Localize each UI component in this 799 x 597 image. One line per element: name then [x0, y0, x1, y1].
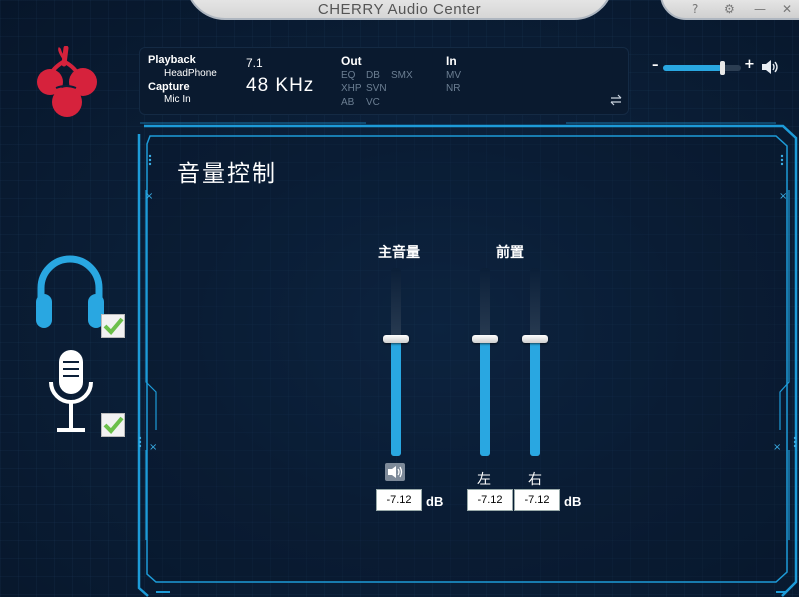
speaker-icon[interactable]	[760, 58, 780, 76]
front-left-vfill	[480, 339, 490, 456]
svg-text:×: ×	[773, 442, 781, 453]
close-button[interactable]: ✕	[782, 2, 793, 16]
master-volume-vthumb[interactable]	[383, 335, 409, 343]
window-title: CHERRY Audio Center	[317, 1, 482, 18]
front-right-db-value[interactable]: -7.12	[514, 489, 560, 511]
out-label: Out	[341, 54, 362, 68]
checkmark-icon	[103, 317, 124, 335]
volume-decrease-button[interactable]: –	[652, 58, 659, 73]
effect-svn: SVN	[366, 83, 387, 94]
effect-db: DB	[366, 70, 380, 81]
right-channel-label: 右	[528, 472, 542, 488]
volume-increase-button[interactable]: +	[744, 57, 755, 72]
front-right-vtrack[interactable]	[530, 268, 540, 456]
master-volume-track[interactable]	[663, 61, 741, 75]
master-volume-slider[interactable]: – +	[652, 57, 782, 78]
checkmark-icon	[103, 416, 124, 434]
headphone-checkbox[interactable]	[101, 314, 125, 338]
effect-xhp: XHP	[341, 83, 362, 94]
master-db-unit: dB	[426, 494, 444, 509]
front-left-db-value[interactable]: -7.12	[467, 489, 513, 511]
master-volume-label: 主音量	[378, 245, 420, 261]
microphone-icon[interactable]	[44, 348, 98, 434]
svg-text:×: ×	[145, 191, 153, 202]
capture-device: Mic In	[164, 94, 191, 105]
front-db-unit: dB	[564, 494, 582, 509]
front-right-vthumb[interactable]	[522, 335, 548, 343]
cherry-logo-icon	[37, 46, 97, 117]
master-volume-vtrack[interactable]	[391, 268, 401, 456]
channel-config: 7.1	[246, 56, 263, 70]
status-panel: Playback HeadPhone Capture Mic In 7.1 48…	[139, 47, 629, 115]
front-right-vfill	[530, 339, 540, 456]
microphone-checkbox[interactable]	[101, 413, 125, 437]
effect-smx: SMX	[391, 70, 413, 81]
effect-vc: VC	[366, 97, 380, 108]
effect-nr: NR	[446, 83, 461, 94]
effect-eq: EQ	[341, 70, 356, 81]
effect-mv: MV	[446, 70, 461, 81]
master-db-value[interactable]: -7.12	[376, 489, 422, 511]
swap-arrows-icon[interactable]	[609, 94, 623, 106]
svg-text:×: ×	[779, 191, 787, 202]
front-label: 前置	[496, 245, 524, 261]
front-left-vtrack[interactable]	[480, 268, 490, 456]
panel-title: 音量控制	[177, 161, 277, 187]
title-bar[interactable]: CHERRY Audio Center	[185, 0, 614, 20]
playback-label: Playback	[148, 54, 196, 66]
settings-button[interactable]: ⚙	[724, 2, 735, 16]
sample-rate: 48 KHz	[246, 75, 315, 96]
headphone-icon[interactable]	[33, 250, 107, 334]
master-volume-thumb[interactable]	[720, 61, 725, 75]
master-volume-fill	[663, 65, 722, 71]
in-label: In	[446, 54, 457, 68]
front-left-vthumb[interactable]	[472, 335, 498, 343]
speaker-icon	[388, 466, 403, 478]
left-channel-label: 左	[477, 472, 491, 488]
window-controls: ? ⚙ — ✕	[660, 0, 799, 20]
mute-button[interactable]	[385, 463, 405, 481]
playback-device: HeadPhone	[164, 68, 217, 79]
master-volume-vfill	[391, 339, 401, 456]
help-button[interactable]: ?	[692, 2, 699, 16]
effect-ab: AB	[341, 97, 355, 108]
svg-text:×: ×	[149, 442, 157, 453]
volume-panel-frame: × × × ×	[137, 122, 798, 597]
minimize-button[interactable]: —	[754, 2, 766, 16]
capture-label: Capture	[148, 81, 190, 93]
